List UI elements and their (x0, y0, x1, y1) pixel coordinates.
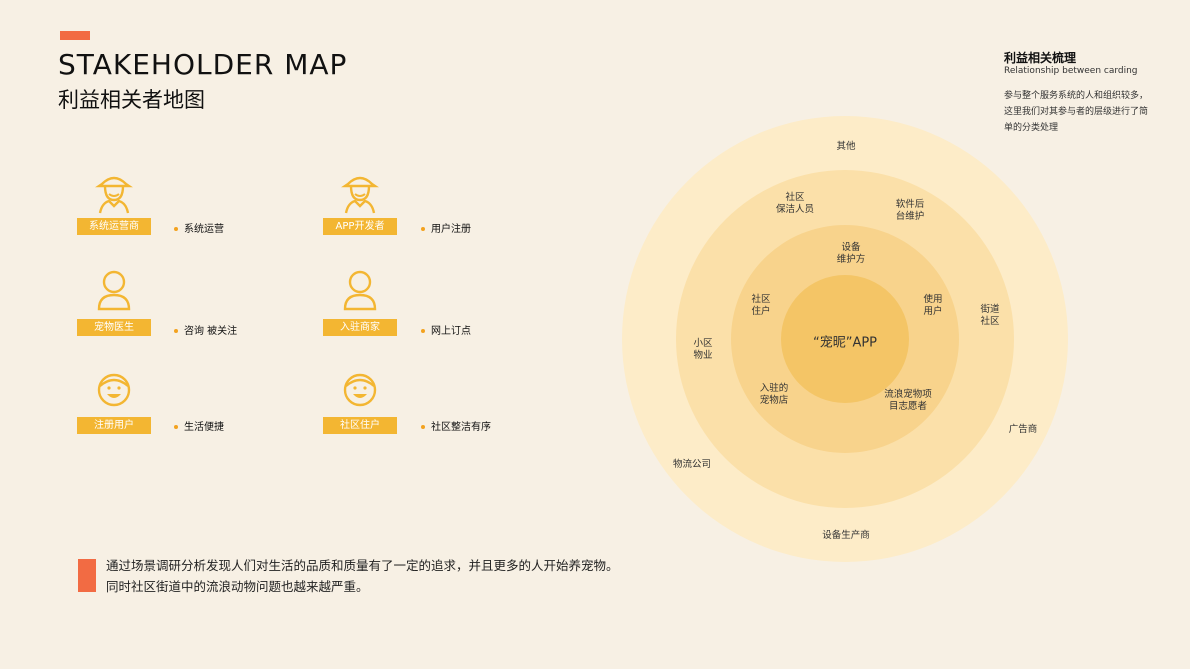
footer-text: 通过场景调研分析发现人们对生活的品质和质量有了一定的追求，并且更多的人开始养宠物… (106, 558, 619, 594)
bullet-dot (174, 227, 178, 231)
badge-system-operator: 系统运营商 (77, 218, 151, 235)
stakeholder-merchant (323, 269, 397, 313)
outer-label-other: 其他 (836, 141, 856, 152)
stakeholder-system-operator (77, 170, 151, 214)
bullet-dot (421, 227, 425, 231)
worker-hat-icon (95, 176, 133, 214)
stakeholder-registered-user (77, 370, 151, 410)
inner-label-pet-store: 入驻的 宠物店 (759, 383, 789, 406)
stakeholder-app-developer (323, 170, 397, 214)
badge-app-developer: APP开发者 (323, 218, 397, 235)
relationship-body: 参与整个服务系统的人和组织较多，这里我们对其参与者的层级进行了简单的分类处理 (1004, 91, 1149, 133)
inner-label-volunteer: 流浪宠物项 目志愿者 (884, 389, 932, 412)
footer-accent-bar (78, 559, 96, 592)
person-icon (97, 270, 131, 311)
desc-system-operator: 系统运营 (174, 220, 224, 235)
accent-bar (60, 31, 90, 40)
middle-label-property: 小区 物业 (693, 338, 713, 361)
desc-merchant: 网上订点 (421, 322, 471, 337)
stakeholder-pet-doctor (77, 269, 151, 313)
smiling-girl-icon (97, 373, 131, 407)
bullet-dot (174, 329, 178, 333)
inner-label-app-user: 使用 用户 (923, 294, 943, 317)
badge-pet-doctor: 宠物医生 (77, 319, 151, 336)
outer-label-manufacturer: 设备生产商 (822, 530, 870, 541)
person-icon (343, 270, 377, 311)
page-title-en: STAKEHOLDER MAP (58, 48, 348, 81)
inner-label-device-maintainer: 设备 维护方 (836, 242, 866, 265)
relationship-title: 利益相关梳理 (1004, 51, 1077, 65)
worker-hat-icon (341, 176, 379, 214)
center-label-app: “宠昵”APP (812, 335, 878, 351)
outer-label-logistics: 物流公司 (672, 459, 712, 470)
desc-pet-doctor: 咨询 被关注 (174, 322, 237, 337)
middle-label-cleaner: 社区 保洁人员 (775, 192, 815, 215)
desc-registered-user: 生活便捷 (174, 418, 224, 433)
inner-label-resident: 社区 住户 (751, 294, 771, 317)
desc-app-developer: 用户注册 (421, 220, 471, 235)
page-title-cn: 利益相关者地图 (58, 88, 205, 112)
bullet-dot (421, 425, 425, 429)
outer-label-ads: 广告商 (1008, 424, 1038, 435)
middle-label-street: 街道 社区 (980, 304, 1000, 327)
stakeholder-resident (323, 370, 397, 410)
smiling-girl-icon (343, 373, 377, 407)
badge-merchant: 入驻商家 (323, 319, 397, 336)
middle-label-backend: 软件后 台维护 (895, 199, 925, 222)
badge-registered-user: 注册用户 (77, 417, 151, 434)
ring-center (781, 275, 909, 403)
desc-resident: 社区整洁有序 (421, 418, 491, 433)
bullet-dot (421, 329, 425, 333)
badge-resident: 社区住户 (323, 417, 397, 434)
relationship-subtitle: Relationship between carding (1004, 66, 1138, 76)
bullet-dot (174, 425, 178, 429)
